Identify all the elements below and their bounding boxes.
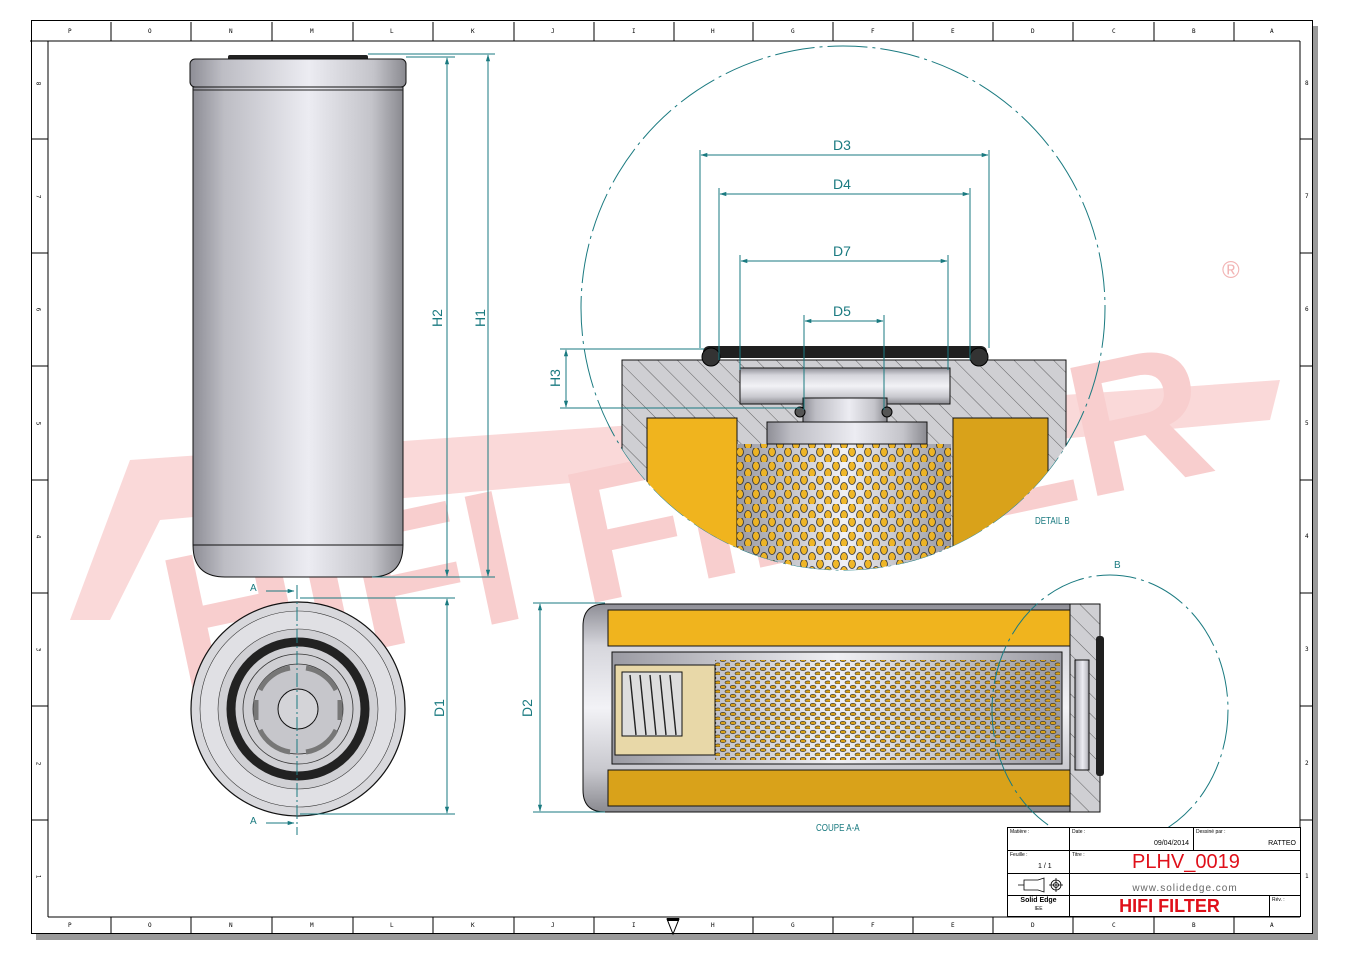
zone-right-5: 5 xyxy=(1305,420,1309,427)
detail-b-label: DETAIL B xyxy=(1035,516,1070,527)
zone-top-e: E xyxy=(951,28,955,35)
zone-left-8: 8 xyxy=(34,81,42,86)
feuille-label: Feuille : xyxy=(1010,852,1028,858)
zone-top-k: K xyxy=(471,28,475,35)
zone-left-5: 5 xyxy=(34,421,42,426)
zone-top-n: N xyxy=(229,28,233,35)
zone-left-7: 7 xyxy=(34,194,42,199)
rev-cell: Rév. : xyxy=(1270,896,1300,916)
dim-label-h2: H2 xyxy=(428,309,445,327)
dim-label-h1: H1 xyxy=(471,309,488,327)
zone-right-3: 3 xyxy=(1305,646,1309,653)
date-cell: Date : 09/04/2014 xyxy=(1070,828,1194,851)
dessine-value: RATTEO xyxy=(1268,840,1296,847)
rev-label: Rév. : xyxy=(1272,897,1285,903)
dim-label-d2: D2 xyxy=(518,699,535,717)
zone-bottom-c: C xyxy=(1112,922,1116,929)
zone-right-4: 4 xyxy=(1305,533,1309,540)
zone-top-c: C xyxy=(1112,28,1116,35)
end-view xyxy=(190,601,406,817)
zone-right-6: 6 xyxy=(1305,306,1309,313)
centering-mark-icon xyxy=(666,918,680,936)
zone-bottom-i: I xyxy=(632,922,636,929)
zone-top-l: L xyxy=(390,28,394,35)
zone-bottom-h: H xyxy=(711,922,715,929)
drawing-title: PLHV_0019 xyxy=(1132,851,1240,873)
section-a-a-view xyxy=(582,603,1104,813)
detail-callout-b: B xyxy=(1114,560,1121,571)
titre-cell: Titre : PLHV_0019 xyxy=(1070,851,1300,874)
date-value: 09/04/2014 xyxy=(1153,840,1189,847)
first-angle-projection-icon xyxy=(1018,877,1063,893)
zone-right-8: 8 xyxy=(1305,80,1309,87)
cad-cell: Solid Edge IEE xyxy=(1008,896,1070,916)
zone-bottom-b: B xyxy=(1192,922,1196,929)
feuille-cell: Feuille : 1 / 1 xyxy=(1008,851,1070,874)
dim-label-d5: D5 xyxy=(833,303,851,319)
zone-bottom-g: G xyxy=(791,922,795,929)
zone-top-m: M xyxy=(310,28,314,35)
zone-left-1: 1 xyxy=(34,874,42,879)
zone-top-j: J xyxy=(551,28,555,35)
zone-bottom-m: M xyxy=(310,922,314,929)
zone-top-p: P xyxy=(68,28,72,35)
zone-bottom-e: E xyxy=(951,922,955,929)
elevation-dimensions xyxy=(368,53,495,578)
website-url: www.solidedge.com xyxy=(1132,883,1238,894)
section-a-a-label: COUPE A-A xyxy=(816,823,860,834)
detail-b-dimensions xyxy=(560,150,990,410)
dim-label-d7: D7 xyxy=(833,243,851,259)
zone-left-4: 4 xyxy=(34,534,42,539)
dim-label-h3: H3 xyxy=(546,369,563,387)
brand-cell: HIFI FILTER xyxy=(1070,896,1270,916)
zone-bottom-k: K xyxy=(471,922,475,929)
zone-bottom-a: A xyxy=(1270,922,1274,929)
url-cell: www.solidedge.com xyxy=(1070,874,1300,896)
zone-right-1: 1 xyxy=(1305,873,1309,880)
svg-text:®: ® xyxy=(1222,257,1240,284)
border-zone-ticks xyxy=(30,22,1313,934)
zone-bottom-d: D xyxy=(1031,922,1035,929)
date-label: Date : xyxy=(1072,829,1086,835)
zone-left-6: 6 xyxy=(34,307,42,312)
dim-label-d1: D1 xyxy=(430,699,447,717)
dessine-label: Dessiné par : xyxy=(1196,829,1226,835)
cad-software-sub: IEE xyxy=(1034,906,1043,912)
zone-top-b: B xyxy=(1192,28,1196,35)
elevation-view xyxy=(189,55,407,578)
feuille-value: 1 / 1 xyxy=(1038,863,1052,870)
titre-label: Titre : xyxy=(1072,852,1085,858)
zone-bottom-l: L xyxy=(390,922,394,929)
zone-bottom-o: O xyxy=(148,922,152,929)
zone-bottom-p: P xyxy=(68,922,72,929)
zone-right-2: 2 xyxy=(1305,760,1309,767)
section-marker-a-bottom: A xyxy=(250,816,257,827)
zone-top-f: F xyxy=(871,28,875,35)
title-block: Matière : Date : 09/04/2014 Dessiné par … xyxy=(1007,827,1301,917)
projection-symbol-cell xyxy=(1008,874,1070,896)
section-marker-a-top: A xyxy=(250,583,257,594)
dessine-cell: Dessiné par : RATTEO xyxy=(1194,828,1300,851)
zone-top-o: O xyxy=(148,28,152,35)
zone-top-h: H xyxy=(711,28,715,35)
zone-left-2: 2 xyxy=(34,761,42,766)
brand-name: HIFI FILTER xyxy=(1119,896,1220,916)
dim-label-d3: D3 xyxy=(833,137,851,153)
zone-left-3: 3 xyxy=(34,647,42,652)
end-view-dimensions xyxy=(266,585,455,835)
zone-top-g: G xyxy=(791,28,795,35)
zone-top-a: A xyxy=(1270,28,1274,35)
matiere-cell: Matière : xyxy=(1008,828,1070,851)
matiere-label: Matière : xyxy=(1010,829,1030,835)
zone-bottom-j: J xyxy=(551,922,555,929)
dim-label-d4: D4 xyxy=(833,176,851,192)
zone-bottom-n: N xyxy=(229,922,233,929)
cad-software-name: Solid Edge xyxy=(1020,897,1057,904)
zone-bottom-f: F xyxy=(871,922,875,929)
zone-top-i: I xyxy=(632,28,636,35)
zone-top-d: D xyxy=(1031,28,1035,35)
zone-right-7: 7 xyxy=(1305,193,1309,200)
